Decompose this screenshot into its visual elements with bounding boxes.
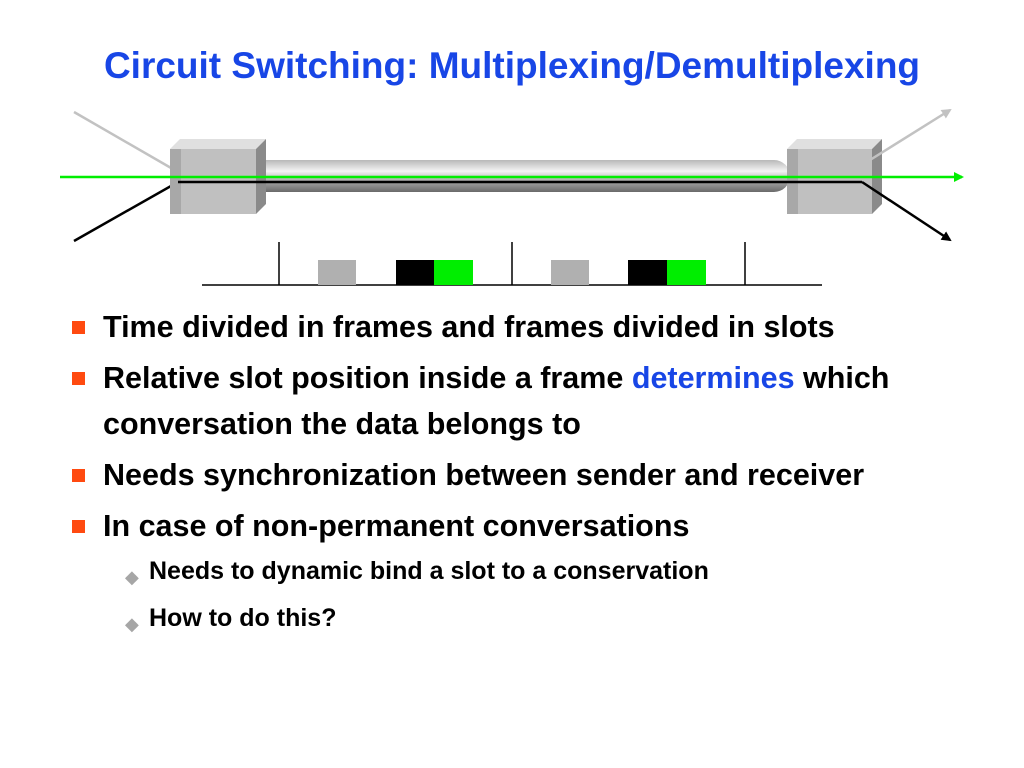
- gray-input-line: [73, 110, 179, 174]
- bullet-text: Needs synchronization between sender and…: [103, 458, 865, 492]
- square-bullet-icon: [72, 372, 85, 385]
- square-bullet-icon: [72, 469, 85, 482]
- sub-bullet-item: ◆ How to do this?: [121, 598, 1017, 639]
- black-output-line: [861, 180, 952, 242]
- bullet-list: Time divided in frames and frames divide…: [72, 304, 1017, 645]
- slot-green: [434, 260, 473, 285]
- bullet-text: In case of non-permanent conversations: [103, 509, 690, 543]
- sub-bullet-list: ◆ Needs to dynamic bind a slot to a cons…: [121, 551, 1017, 639]
- sub-bullet-text: Needs to dynamic bind a slot to a conser…: [149, 557, 709, 585]
- slot-green: [667, 260, 706, 285]
- square-bullet-icon: [72, 520, 85, 533]
- bullet-text-continued: which conversation the data belongs to: [103, 361, 890, 441]
- square-bullet-icon: [72, 321, 85, 334]
- bullet-item: In case of non-permanent conversations: [72, 503, 1017, 549]
- bullet-text: Relative slot position inside a frame: [103, 361, 632, 395]
- bullet-item: Needs synchronization between sender and…: [72, 452, 1017, 498]
- diamond-bullet-icon: ◆: [125, 567, 139, 587]
- diamond-bullet-icon: ◆: [125, 614, 139, 634]
- gray-output-line: [869, 108, 952, 162]
- sub-bullet-text: How to do this?: [149, 604, 337, 632]
- slot-gray: [551, 260, 589, 285]
- slot-gray: [318, 260, 356, 285]
- bullet-item: Relative slot position inside a frame de…: [72, 355, 1017, 447]
- slide-title: Circuit Switching: Multiplexing/Demultip…: [103, 45, 921, 86]
- slot-black: [628, 260, 667, 285]
- sub-bullet-item: ◆ Needs to dynamic bind a slot to a cons…: [121, 551, 1017, 592]
- frame-timeline: [202, 242, 822, 286]
- bullet-item: Time divided in frames and frames divide…: [72, 304, 1017, 350]
- multiplexing-diagram: [60, 108, 964, 286]
- bullet-text: Time divided in frames and frames divide…: [103, 310, 835, 344]
- slot-black: [396, 260, 434, 285]
- highlight-text: determines: [631, 361, 795, 395]
